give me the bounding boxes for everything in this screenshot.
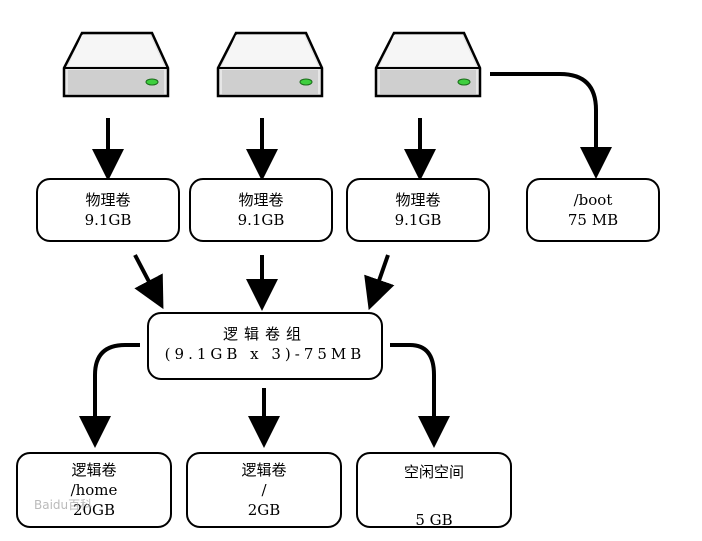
boot-size: 75 MB bbox=[567, 211, 619, 229]
arrow-pv3-vg bbox=[364, 254, 395, 311]
pv-name: 物理卷 bbox=[395, 191, 441, 209]
pv-size: 9.1GB bbox=[237, 211, 285, 229]
free-space-name: 空闲空间 bbox=[403, 463, 464, 481]
lv-size: 2GB bbox=[247, 501, 281, 519]
boot-partition: /boot 75 MB bbox=[526, 178, 660, 242]
physical-volume-2: 物理卷 9.1GB bbox=[189, 178, 333, 242]
lv-name: 逻辑卷 bbox=[241, 461, 287, 479]
watermark: Baidu百科 bbox=[34, 498, 93, 512]
logical-volume-root: 逻辑卷 / 2GB bbox=[186, 452, 342, 528]
pv-name: 物理卷 bbox=[85, 191, 131, 209]
arrow-vg-free bbox=[390, 343, 450, 448]
free-space: 空闲空间 5 GB bbox=[356, 452, 512, 529]
arrow-pv1-vg bbox=[133, 254, 164, 310]
arrow-disk3-boot bbox=[490, 72, 612, 179]
hard-disk-icon bbox=[374, 31, 482, 98]
volume-group: 逻辑卷组 (9.1GB x 3)-75MB bbox=[147, 312, 383, 380]
vg-name: 逻辑卷组 bbox=[222, 325, 307, 343]
pv-size: 9.1GB bbox=[84, 211, 132, 229]
hard-disk-icon bbox=[216, 31, 324, 98]
free-space-size: 5 GB bbox=[415, 511, 453, 529]
arrow-vg-lv1 bbox=[79, 343, 140, 448]
lv-name: 逻辑卷 bbox=[71, 461, 117, 479]
vg-size: (9.1GB x 3)-75MB bbox=[164, 345, 366, 363]
pv-size: 9.1GB bbox=[394, 211, 442, 229]
physical-volume-1: 物理卷 9.1GB bbox=[36, 178, 180, 242]
hard-disk-icon bbox=[62, 31, 170, 98]
lv-mount: / bbox=[261, 481, 267, 499]
lv-size: 20GB bbox=[72, 501, 116, 519]
logical-volume-home: 逻辑卷 /home 20GB bbox=[16, 452, 172, 528]
physical-volume-3: 物理卷 9.1GB bbox=[346, 178, 490, 242]
lv-mount: /home bbox=[70, 481, 118, 499]
pv-name: 物理卷 bbox=[238, 191, 284, 209]
boot-mount: /boot bbox=[573, 191, 613, 209]
